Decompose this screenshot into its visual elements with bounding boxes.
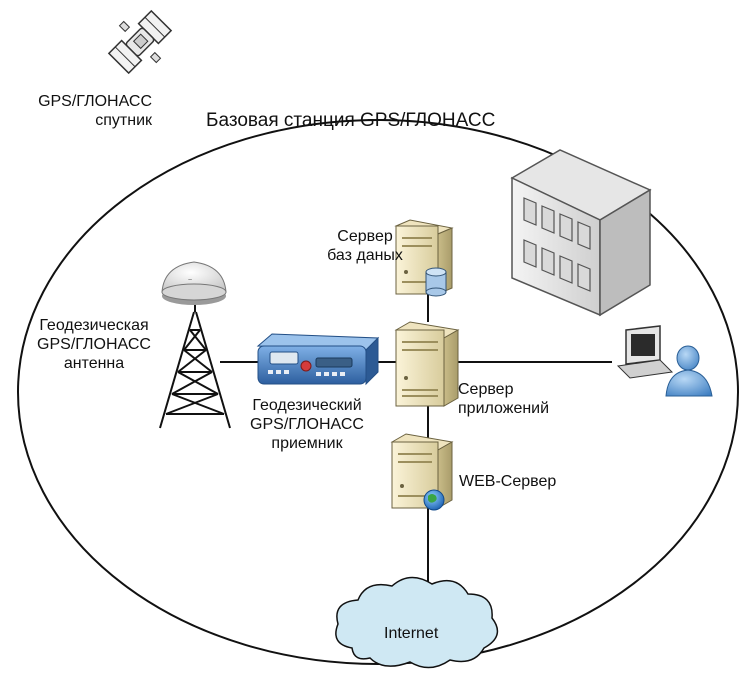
app-server-label-line1: Сервер [458, 381, 514, 398]
app-server-label-line2: приложений [458, 400, 550, 417]
web-server-label: WEB-Сервер [459, 473, 557, 490]
antenna-tower-icon [159, 300, 231, 429]
connection-lines [220, 292, 612, 600]
db-server-label-line1: Сервер [337, 228, 393, 245]
antenna-label-line3: антенна [63, 355, 125, 372]
receiver-label: Геодезический GPS/ГЛОНАСС приемник [238, 396, 376, 453]
satellite-label: GPS/ГЛОНАСС спутник [0, 92, 152, 130]
database-server-icon [394, 219, 454, 297]
base-station-title: Базовая станция GPS/ГЛОНАСС [206, 110, 496, 131]
gnss-receiver-icon [256, 333, 380, 386]
gnss-antenna-icon: ~ [161, 261, 227, 305]
satellite-label-line2: спутник [95, 112, 152, 129]
receiver-label-line3: приемник [271, 435, 343, 452]
antenna-label: Геодезическая GPS/ГЛОНАСС антенна [34, 316, 154, 373]
antenna-label-line1: Геодезическая [39, 317, 149, 334]
db-server-label-line2: баз даных [327, 247, 403, 264]
satellite-icon [107, 9, 173, 75]
internet-label: Internet [384, 625, 439, 642]
app-server-label: Сервер приложений [458, 380, 549, 418]
satellite-label-line1: GPS/ГЛОНАСС [38, 93, 152, 110]
db-server-label: Сервер баз даных [320, 227, 410, 265]
user-workstation-icon [616, 325, 713, 397]
receiver-label-line1: Геодезический [252, 397, 362, 414]
antenna-label-line2: GPS/ГЛОНАСС [37, 336, 151, 353]
office-building-icon [510, 149, 652, 317]
svg-text:~: ~ [188, 277, 192, 284]
cloud-icon [335, 576, 499, 669]
receiver-label-line2: GPS/ГЛОНАСС [250, 416, 364, 433]
application-server-icon [394, 321, 460, 407]
web-server-icon [390, 433, 454, 511]
